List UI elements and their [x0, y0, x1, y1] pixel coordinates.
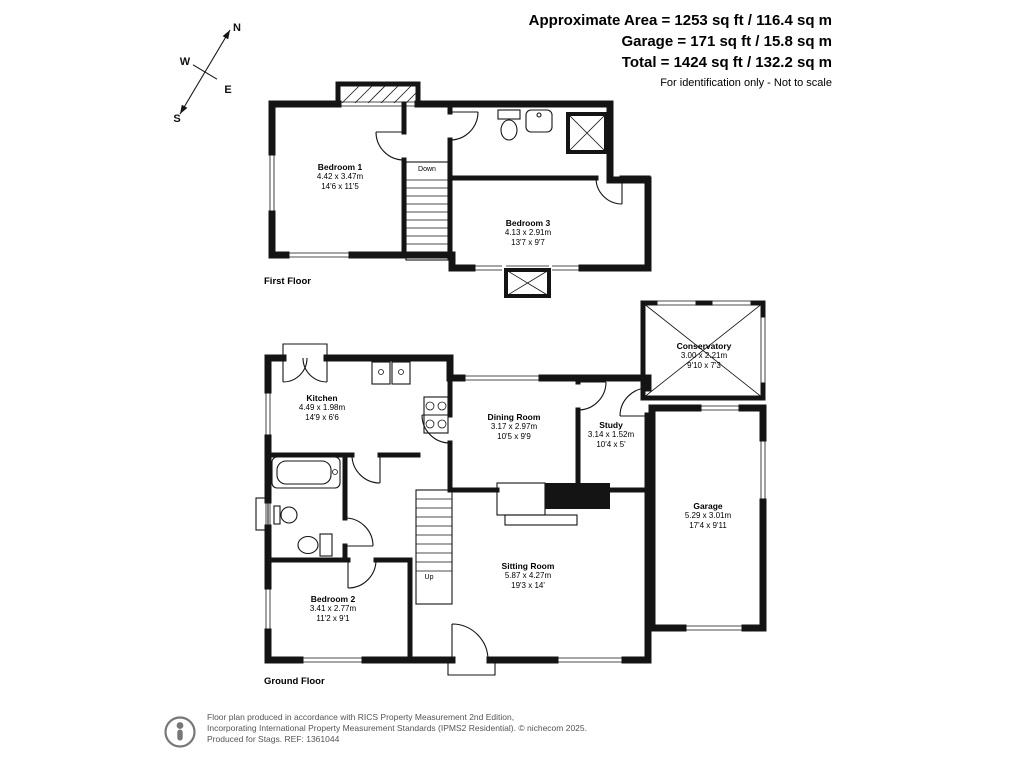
first-floor-title: First Floor — [264, 276, 311, 287]
ground-floor-interior-walls — [265, 375, 651, 663]
room-label-sitting-room: Sitting Room 5.87 x 4.27m 19'3 x 14' — [501, 561, 555, 590]
compass-needle — [179, 29, 231, 115]
bottom-bay — [504, 268, 551, 298]
footer-line-2: Incorporating International Property Mea… — [207, 723, 587, 733]
area-summary: Approximate Area = 1253 sq ft / 116.4 sq… — [529, 10, 832, 89]
conservatory-structure — [640, 300, 766, 401]
compass-west-label: W — [180, 56, 191, 68]
fireplace — [496, 482, 610, 526]
stairs-up — [415, 489, 453, 605]
room-label-garage: Garage 5.29 x 3.01m 17'4 x 9'11 — [684, 501, 732, 530]
conservatory-roof-lines — [642, 302, 764, 399]
bay-window-bump — [335, 81, 421, 107]
room-label-study: Study 3.14 x 1.52m 10'4 x 5' — [587, 420, 635, 449]
compass-north-label: N — [233, 22, 241, 34]
room-label-bedroom-1: Bedroom 1 4.42 x 3.47m 14'6 x 11'5 — [316, 162, 364, 191]
bathtub-icon — [271, 456, 341, 489]
toilet-icon — [497, 109, 521, 141]
footer: Floor plan produced in accordance with R… — [163, 712, 587, 750]
shower-cubicle-icon — [566, 112, 608, 154]
compass-east-label: E — [224, 84, 231, 96]
footer-line-1: Floor plan produced in accordance with R… — [207, 712, 515, 722]
nichecom-logo-icon — [164, 716, 196, 748]
ground-floor-plan — [255, 343, 652, 676]
ground-floor-windows — [265, 375, 625, 663]
compass-icon: N S W E — [173, 22, 241, 125]
room-label-dining-room: Dining Room 3.17 x 2.97m 10'5 x 9'9 — [487, 412, 541, 441]
sink-icon — [525, 109, 553, 133]
garage-area-text: Garage = 171 sq ft / 15.8 sq m — [621, 33, 832, 50]
first-floor-plan — [268, 81, 652, 298]
bathroom-sink-icon — [273, 505, 298, 525]
stove-icon — [423, 396, 449, 434]
ground-toilet-icon — [297, 533, 333, 557]
bathroom-window-sill — [255, 497, 269, 531]
first-floor-interior-walls — [401, 101, 651, 258]
front-porch — [447, 660, 496, 676]
stairs-up-label: Up — [424, 574, 434, 581]
footer-text: Floor plan produced in accordance with R… — [207, 712, 587, 745]
room-label-kitchen: Kitchen 4.49 x 1.98m 14'9 x 6'6 — [298, 393, 346, 422]
stairs-down-label: Down — [418, 166, 436, 173]
compass-south-label: S — [173, 113, 180, 125]
garage-structure — [648, 404, 767, 632]
room-label-bedroom-3: Bedroom 3 4.13 x 2.91m 13'7 x 9'7 — [504, 218, 552, 247]
stairs-down — [405, 161, 449, 261]
room-label-conservatory: Conservatory 3.00 x 2.21m 9'10 x 7'3 — [676, 341, 732, 370]
kitchen-sink-icon — [371, 361, 411, 385]
footer-line-3: Produced for Stags. REF: 1361044 — [207, 734, 340, 744]
disclaimer-text: For identification only - Not to scale — [660, 77, 832, 89]
ground-floor-doors — [282, 357, 649, 661]
room-label-bedroom-2: Bedroom 2 3.41 x 2.77m 11'2 x 9'1 — [309, 594, 357, 623]
bay-hatch — [341, 84, 418, 104]
entrance-canopy — [282, 343, 328, 358]
ground-floor-title: Ground Floor — [264, 676, 325, 687]
approximate-area-text: Approximate Area = 1253 sq ft / 116.4 sq… — [528, 12, 832, 29]
first-floor-doors — [375, 111, 623, 205]
total-area-text: Total = 1424 sq ft / 132.2 sq m — [621, 54, 832, 71]
